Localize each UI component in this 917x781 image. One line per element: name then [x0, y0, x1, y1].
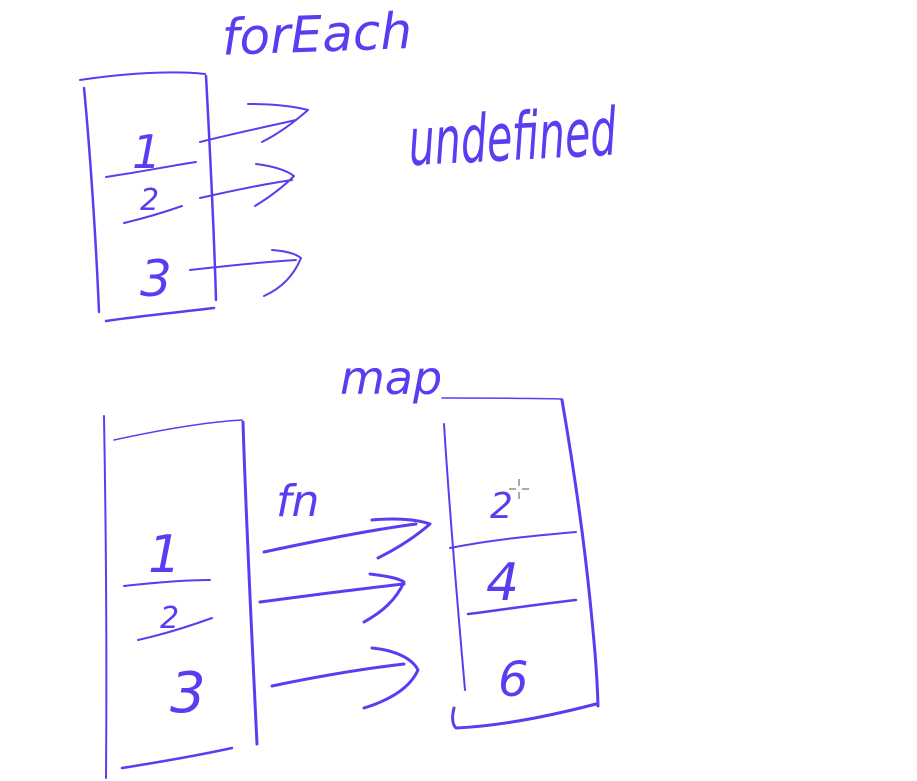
- foreach-array-box: [79, 71, 218, 323]
- foreach-diagram: forEach 1 2 3: [79, 2, 619, 323]
- map-input-value-1: 1: [148, 525, 181, 585]
- foreach-arrow-3: [189, 249, 302, 297]
- foreach-value-3: 3: [140, 250, 172, 308]
- map-arrow-2: [258, 572, 406, 624]
- map-output-value-6: 6: [498, 652, 529, 708]
- foreach-value-2: 2: [140, 183, 159, 218]
- foreach-value-1: 1: [132, 125, 161, 179]
- map-arrows: [258, 517, 432, 710]
- foreach-arrows: [189, 103, 309, 297]
- map-input-array-box: [103, 415, 259, 779]
- foreach-arrow-2: [199, 163, 295, 207]
- crosshair-cursor-icon: [509, 479, 529, 499]
- foreach-arrow-1: [199, 103, 309, 143]
- map-output-value-2: 2: [490, 486, 513, 527]
- map-input-value-3: 3: [170, 661, 206, 726]
- map-diagram: map 1 2 3 fn: [103, 351, 600, 779]
- map-callback-label: fn: [276, 476, 319, 527]
- map-output-value-4: 4: [486, 553, 519, 613]
- foreach-title: forEach: [221, 2, 413, 67]
- map-title: map: [340, 351, 442, 405]
- map-arrow-1: [262, 517, 432, 560]
- map-input-value-2: 2: [160, 601, 179, 636]
- map-arrow-3: [270, 646, 420, 710]
- map-output-array-box: [441, 397, 600, 730]
- foreach-result: undefined: [407, 93, 619, 181]
